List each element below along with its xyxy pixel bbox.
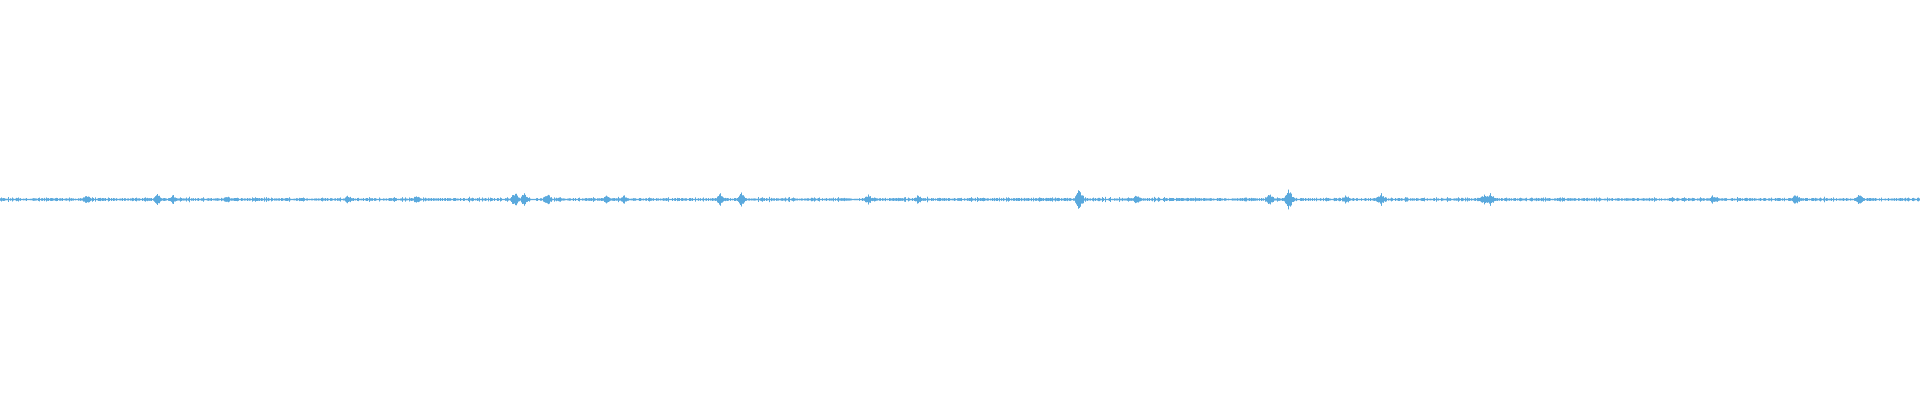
waveform-samples (0, 189, 1920, 210)
waveform-amplitude-path (0, 189, 1920, 210)
